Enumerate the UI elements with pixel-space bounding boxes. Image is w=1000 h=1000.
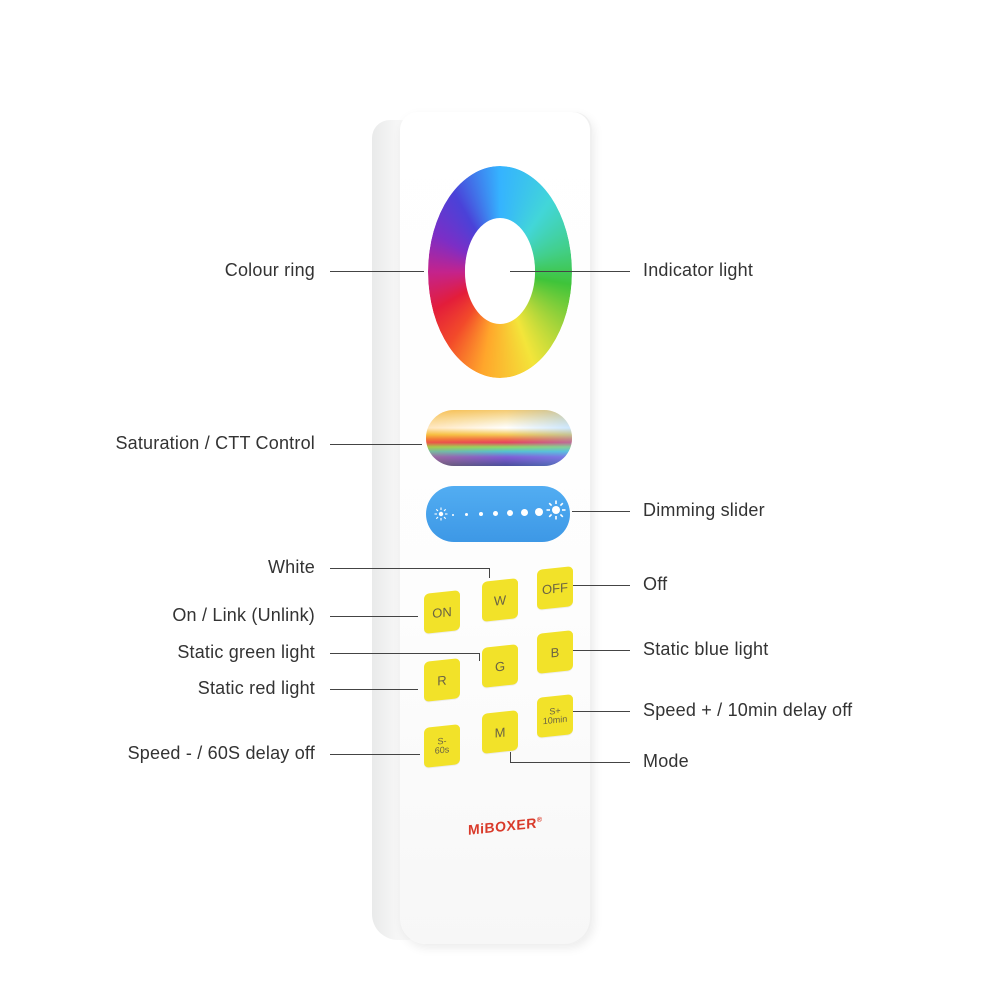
label-white: White bbox=[267, 557, 315, 577]
label-saturation-cct: Saturation / CTT Control bbox=[115, 433, 315, 453]
sun-large-icon bbox=[546, 500, 566, 520]
leader-mode-drop bbox=[510, 752, 511, 762]
leader-static-green-drop bbox=[479, 653, 480, 661]
label-static-blue: Static blue light bbox=[643, 639, 769, 659]
leader-colour-ring bbox=[330, 271, 424, 272]
leader-indicator-light bbox=[510, 271, 630, 272]
label-speed-plus: Speed + / 10min delay off bbox=[643, 700, 853, 720]
leader-on-link bbox=[330, 616, 418, 617]
off-button-label: OFF bbox=[542, 579, 568, 597]
leader-white-drop bbox=[489, 568, 490, 578]
label-mode: Mode bbox=[643, 751, 689, 771]
off-button[interactable]: OFF bbox=[537, 566, 573, 610]
label-indicator-light: Indicator light bbox=[643, 260, 754, 280]
speed-plus-button[interactable]: S+ 10min bbox=[537, 694, 573, 738]
label-speed-minus: Speed - / 60S delay off bbox=[127, 743, 315, 763]
leader-mode bbox=[510, 762, 630, 763]
leader-speed-plus bbox=[573, 711, 630, 712]
red-button[interactable]: R bbox=[424, 658, 460, 702]
leader-white bbox=[330, 568, 490, 569]
white-button-label: W bbox=[493, 591, 507, 609]
leader-static-blue bbox=[573, 650, 630, 651]
brand-mark: ® bbox=[536, 816, 543, 825]
leader-static-red bbox=[330, 689, 418, 690]
label-static-red: Static red light bbox=[197, 678, 315, 698]
blue-button[interactable]: B bbox=[537, 630, 573, 674]
green-button-label: G bbox=[494, 657, 506, 675]
speed-minus-content: S- 60s bbox=[435, 736, 450, 756]
dim-level-dot bbox=[479, 512, 483, 516]
leader-off bbox=[573, 585, 630, 586]
sun-small-icon bbox=[434, 507, 448, 521]
speed-minus-bottom: 60s bbox=[434, 744, 450, 756]
dim-level-dot bbox=[507, 510, 513, 516]
mode-button-label: M bbox=[494, 723, 506, 741]
dim-level-dot bbox=[535, 508, 543, 516]
label-on-link: On / Link (Unlink) bbox=[172, 605, 315, 625]
green-button[interactable]: G bbox=[482, 644, 518, 688]
label-colour-ring: Colour ring bbox=[224, 260, 315, 280]
label-static-green: Static green light bbox=[177, 642, 315, 662]
leader-static-green bbox=[330, 653, 480, 654]
label-off: Off bbox=[643, 574, 668, 594]
white-button[interactable]: W bbox=[482, 578, 518, 622]
dim-level-dot bbox=[465, 513, 468, 516]
label-dimming-slider: Dimming slider bbox=[643, 500, 765, 520]
speed-plus-content: S+ 10min bbox=[542, 705, 568, 727]
on-button[interactable]: ON bbox=[424, 590, 460, 634]
red-button-label: R bbox=[437, 672, 447, 688]
dim-level-dot bbox=[493, 511, 498, 516]
leader-saturation-cct bbox=[330, 444, 422, 445]
on-button-label: ON bbox=[432, 603, 452, 621]
leader-dimming-slider bbox=[572, 511, 630, 512]
dimming-slider[interactable] bbox=[426, 486, 570, 542]
speed-plus-bottom: 10min bbox=[542, 713, 568, 727]
speed-minus-button[interactable]: S- 60s bbox=[424, 724, 460, 768]
dim-level-dot bbox=[521, 509, 528, 516]
dim-level-dot bbox=[452, 514, 454, 516]
mode-button[interactable]: M bbox=[482, 710, 518, 754]
blue-button-label: B bbox=[550, 644, 560, 660]
saturation-cct-bar[interactable] bbox=[426, 410, 572, 466]
leader-speed-minus bbox=[330, 754, 420, 755]
